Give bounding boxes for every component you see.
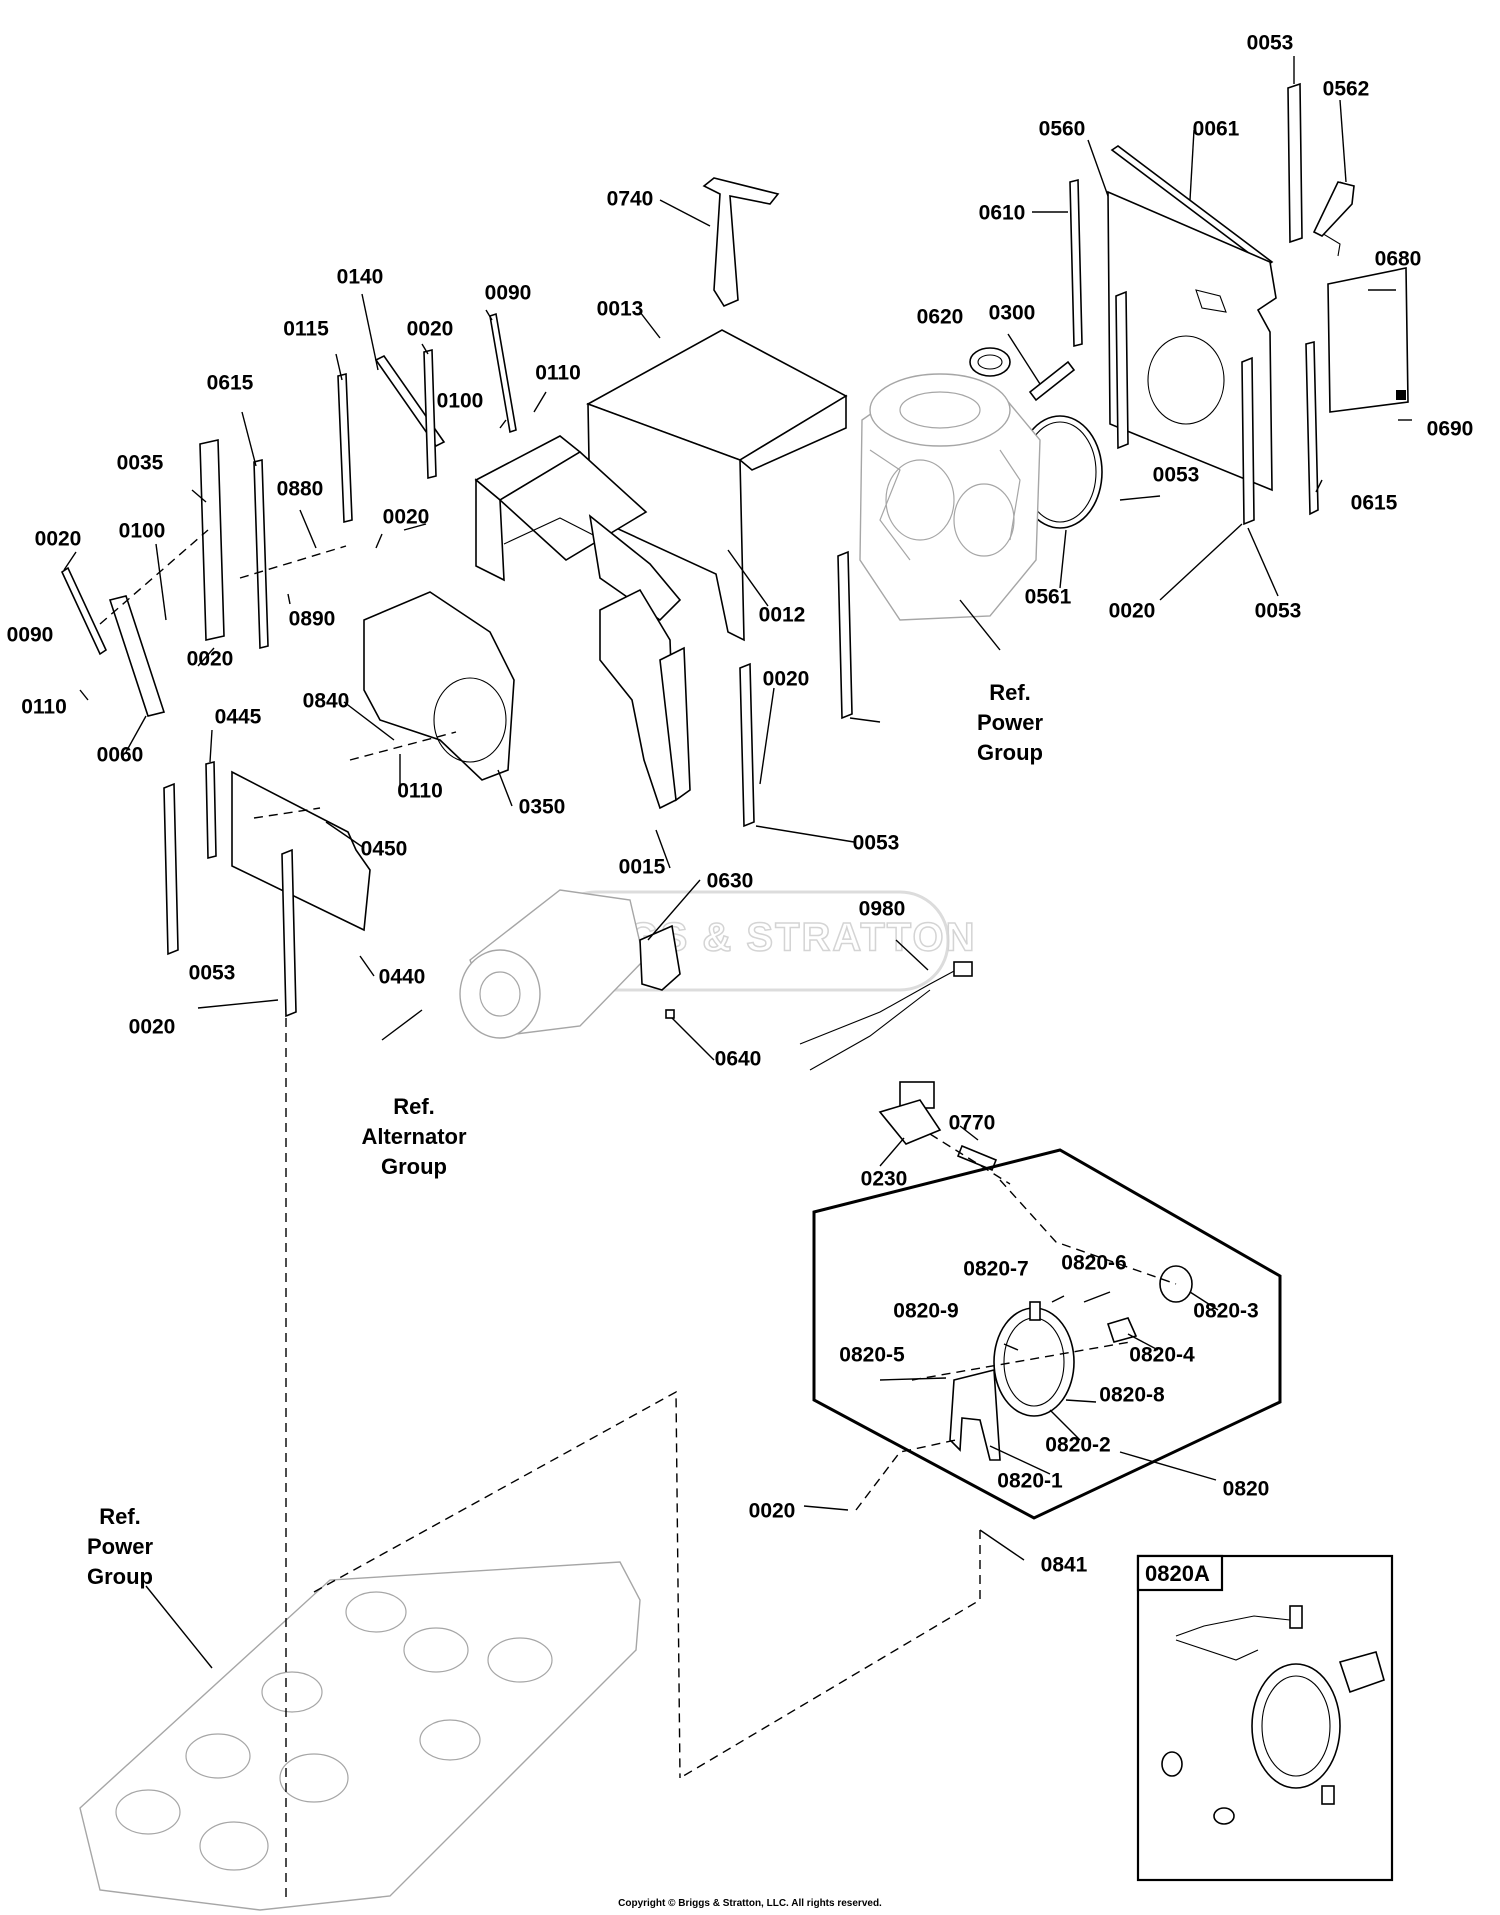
- part-label-0020-left: 0020: [35, 528, 82, 551]
- copyright-notice: Copyright © Briggs & Stratton, LLC. All …: [618, 1898, 882, 1909]
- part-label-0100-left: 0100: [119, 520, 166, 543]
- regulator-group-outline: [812, 1148, 1282, 1520]
- part-label-0841: 0841: [1041, 1554, 1088, 1577]
- part-label-0015: 0015: [619, 856, 666, 879]
- part-label-0820-2: 0820-2: [1045, 1434, 1110, 1457]
- part-label-0110-lower: 0110: [397, 780, 443, 803]
- part-label-0020-bottom: 0020: [749, 1500, 796, 1523]
- part-label-0820-4: 0820-4: [1129, 1344, 1195, 1367]
- part-label-0690: 0690: [1427, 418, 1474, 441]
- part-label-0100-center: 0100: [437, 390, 484, 413]
- ref-label-line: Alternator: [361, 1124, 467, 1149]
- part-label-0230: 0230: [861, 1168, 908, 1191]
- part-label-0020-center: 0020: [763, 668, 810, 691]
- part-label-0053-right-a: 0053: [1153, 464, 1200, 487]
- part-label-0980: 0980: [859, 898, 906, 921]
- part-label-0820-7: 0820-7: [963, 1258, 1028, 1281]
- ref-power-group-top: Ref. Power Group: [977, 680, 1043, 765]
- part-label-0110-left: 0110: [21, 696, 67, 719]
- ref-label-line: Group: [977, 740, 1043, 765]
- base-frame-reference: [79, 1561, 641, 1911]
- part-label-0680: 0680: [1375, 248, 1422, 271]
- part-label-0880: 0880: [277, 478, 324, 501]
- ref-label-line: Ref.: [393, 1094, 435, 1119]
- part-label-0020-left-b: 0020: [187, 648, 234, 671]
- assembly-dashed-lines: [99, 529, 1177, 1900]
- part-label-0450: 0450: [361, 838, 408, 861]
- part-label-0630: 0630: [707, 870, 754, 893]
- engine-reference: [859, 373, 1041, 621]
- ref-power-group-bottom: Ref. Power Group: [87, 1504, 153, 1589]
- part-label-0740: 0740: [607, 188, 654, 211]
- part-label-0035: 0035: [117, 452, 164, 475]
- part-label-0820-3: 0820-3: [1193, 1300, 1258, 1323]
- ref-label-line: Ref.: [989, 680, 1031, 705]
- part-label-0820-8: 0820-8: [1099, 1384, 1165, 1407]
- part-label-0770: 0770: [949, 1112, 996, 1135]
- part-label-0820: 0820: [1223, 1478, 1270, 1501]
- part-label-0013: 0013: [597, 298, 644, 321]
- part-shapes: [60, 82, 1409, 1911]
- part-label-0610: 0610: [979, 202, 1026, 225]
- part-label-0020-mid: 0020: [383, 506, 430, 529]
- ref-label-line: Power: [977, 710, 1043, 735]
- alternator-reference: [459, 889, 645, 1039]
- part-label-0890: 0890: [289, 608, 336, 631]
- part-label-0620: 0620: [917, 306, 964, 329]
- part-label-0561: 0561: [1025, 586, 1072, 609]
- part-label-0560: 0560: [1039, 118, 1086, 141]
- bar-0115: [337, 372, 353, 524]
- ref-label-line: Group: [87, 1564, 153, 1589]
- part-label-0060: 0060: [97, 744, 144, 767]
- part-label-0020-lower-left: 0020: [129, 1016, 176, 1039]
- part-label-0115: 0115: [283, 318, 329, 341]
- part-label-0020-right: 0020: [1109, 600, 1156, 623]
- part-label-0562: 0562: [1323, 78, 1370, 101]
- part-label-0615-right: 0615: [1351, 492, 1398, 515]
- part-label-0840: 0840: [303, 690, 350, 713]
- part-label-0012: 0012: [759, 604, 806, 627]
- part-label-0053-center: 0053: [853, 832, 900, 855]
- part-label-0615-left: 0615: [207, 372, 254, 395]
- part-label-0053-right-b: 0053: [1255, 600, 1302, 623]
- part-label-0110-center: 0110: [535, 362, 581, 385]
- part-label-0445: 0445: [215, 706, 262, 729]
- ref-alternator-group: Ref. Alternator Group: [361, 1094, 467, 1179]
- part-label-0053-lower-left: 0053: [189, 962, 236, 985]
- part-label-0061: 0061: [1193, 118, 1240, 141]
- part-label-0820-6: 0820-6: [1061, 1252, 1126, 1275]
- part-label-0350: 0350: [519, 796, 566, 819]
- part-label-0820-9: 0820-9: [893, 1300, 958, 1323]
- part-label-0820-1: 0820-1: [997, 1470, 1063, 1493]
- inset-title: 0820A: [1145, 1561, 1210, 1586]
- ref-label-line: Ref.: [99, 1504, 141, 1529]
- inset-0820a: 0820A: [1136, 1554, 1394, 1882]
- part-label-0640: 0640: [715, 1048, 762, 1071]
- ref-label-line: Group: [381, 1154, 447, 1179]
- part-label-0440: 0440: [379, 966, 426, 989]
- part-label-0300: 0300: [989, 302, 1036, 325]
- part-label-0090-center: 0090: [485, 282, 532, 305]
- part-labels: 0053 0562 0061 0560 0740 0680 0610 0013 …: [7, 32, 1474, 1577]
- part-label-0020-upper: 0020: [407, 318, 454, 341]
- part-label-0053-top: 0053: [1247, 32, 1294, 55]
- part-label-0140: 0140: [337, 266, 384, 289]
- part-label-0090-left: 0090: [7, 624, 54, 647]
- ref-label-line: Power: [87, 1534, 153, 1559]
- part-label-0820-5: 0820-5: [839, 1344, 905, 1367]
- leader-lines: [63, 56, 1412, 1669]
